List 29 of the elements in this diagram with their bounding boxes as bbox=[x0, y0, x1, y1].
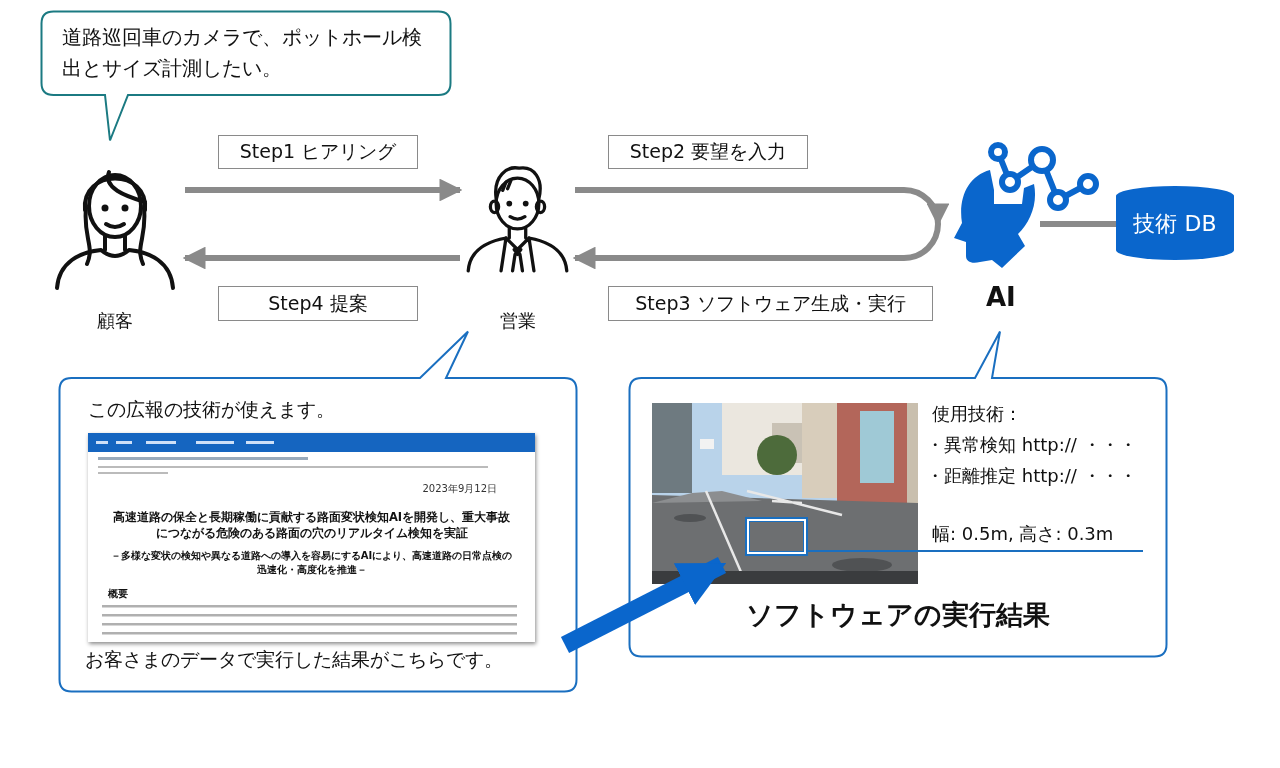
edge-label: Step2 要望を入力 bbox=[608, 135, 808, 169]
section-heading: 概要 bbox=[108, 588, 128, 601]
leader-line bbox=[807, 550, 933, 552]
list-item: ・異常検知 http:// ・・・ bbox=[926, 434, 1137, 457]
person-label: 顧客 bbox=[96, 310, 134, 333]
edge-label: Step3 ソフトウェア生成・実行 bbox=[608, 286, 933, 321]
detection-box bbox=[745, 517, 808, 556]
subtitle: －多様な変状の検知や異なる道路への導入を容易にするAIにより、高速道路の日常点検の迅速化・高度化を推進－ bbox=[109, 549, 514, 577]
edge-label: Step4 提案 bbox=[218, 286, 418, 321]
result-title: ソフトウェアの実行結果 bbox=[745, 598, 1051, 632]
arrow bbox=[185, 178, 463, 202]
ai-label: AI bbox=[986, 281, 1016, 314]
webpage-screenshot bbox=[88, 433, 535, 642]
speech-text: この広報の技術が使えます。 bbox=[88, 398, 335, 422]
speech-text: お客さまのデータで実行した結果がこちらです。 bbox=[85, 648, 503, 672]
arrow bbox=[182, 246, 460, 270]
speech-text: 道路巡回車のカメラで、ポットホール検出とサイズ計測したい。 bbox=[62, 24, 423, 82]
headline: 高速道路の保全と長期稼働に貢献する路面変状検知AIを開発し、重大事故につながる危険のある路面の穴のリアルタイム検知を実証 bbox=[111, 509, 512, 542]
list-heading: 使用技術： bbox=[932, 403, 1022, 426]
arrow bbox=[560, 557, 727, 653]
list-item: ・距離推定 http:// ・・・ bbox=[926, 465, 1137, 488]
arrow bbox=[572, 223, 941, 270]
date-text: 2023年9月12日 bbox=[422, 483, 497, 496]
connector-line bbox=[1040, 221, 1116, 227]
person-label: 営業 bbox=[498, 310, 537, 333]
database-label: 技術 DB bbox=[1132, 210, 1218, 238]
edge-label: Step1 ヒアリング bbox=[218, 135, 418, 169]
arrow bbox=[575, 187, 949, 227]
measurement-label: 幅: 0.5m, 高さ: 0.3m bbox=[932, 522, 1143, 552]
